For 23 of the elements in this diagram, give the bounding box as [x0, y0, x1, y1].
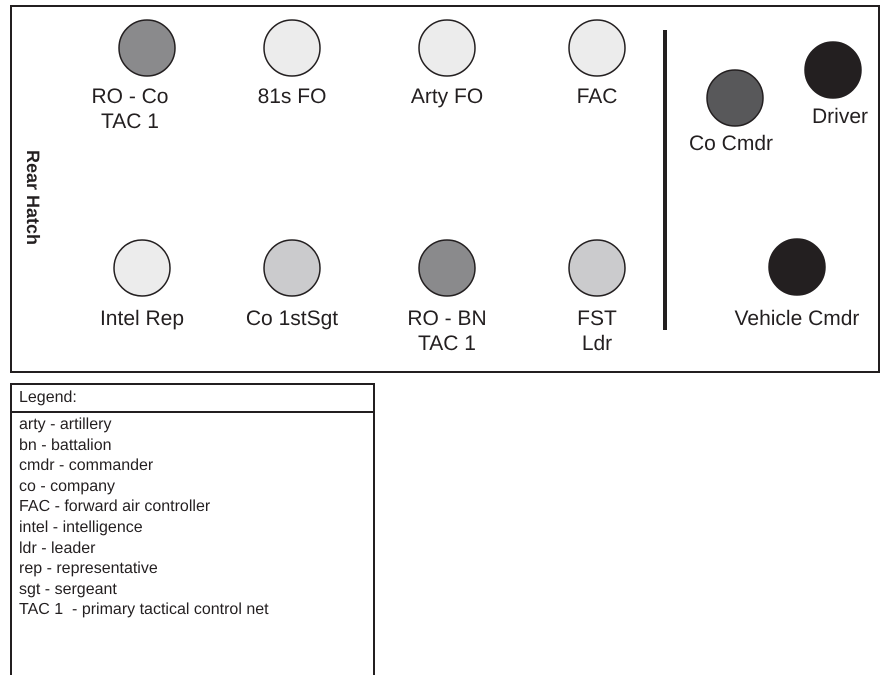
seat-label: Driver: [811, 104, 869, 129]
seat-label: RO - Co TAC 1: [90, 84, 170, 134]
legend-entry: cmdr - commander: [18, 456, 154, 476]
legend-entry: co - company: [18, 476, 116, 497]
legend-entry: FAC - forward air controller: [18, 497, 212, 518]
legend-entry: bn - battalion: [18, 436, 113, 456]
seat-label: Vehicle Cmdr: [734, 306, 860, 331]
seat-label: Co 1stSgt: [244, 306, 340, 331]
legend-entry: sgt - sergeant: [18, 580, 118, 600]
legend-entry: ldr - leader: [18, 538, 96, 559]
legend-entry: TAC 1 - primary tactical control net: [18, 600, 270, 620]
seat-label: Intel Rep: [98, 306, 186, 331]
seat-label: FST Ldr: [576, 306, 618, 356]
seat-label: FAC: [576, 84, 618, 109]
seat-label: RO - BN TAC 1: [406, 306, 488, 356]
legend-header: Legend:: [10, 383, 375, 413]
seat-label: Co Cmdr: [688, 131, 774, 156]
rear-hatch-label: Rear Hatch: [22, 150, 43, 246]
legend-entry: arty - artillery: [18, 415, 112, 435]
legend-entry: rep - representative: [18, 559, 159, 580]
legend-entry: intel - intelligence: [18, 518, 144, 538]
seat-label: 81s FO: [256, 84, 328, 109]
seat-label: Arty FO: [410, 84, 484, 109]
